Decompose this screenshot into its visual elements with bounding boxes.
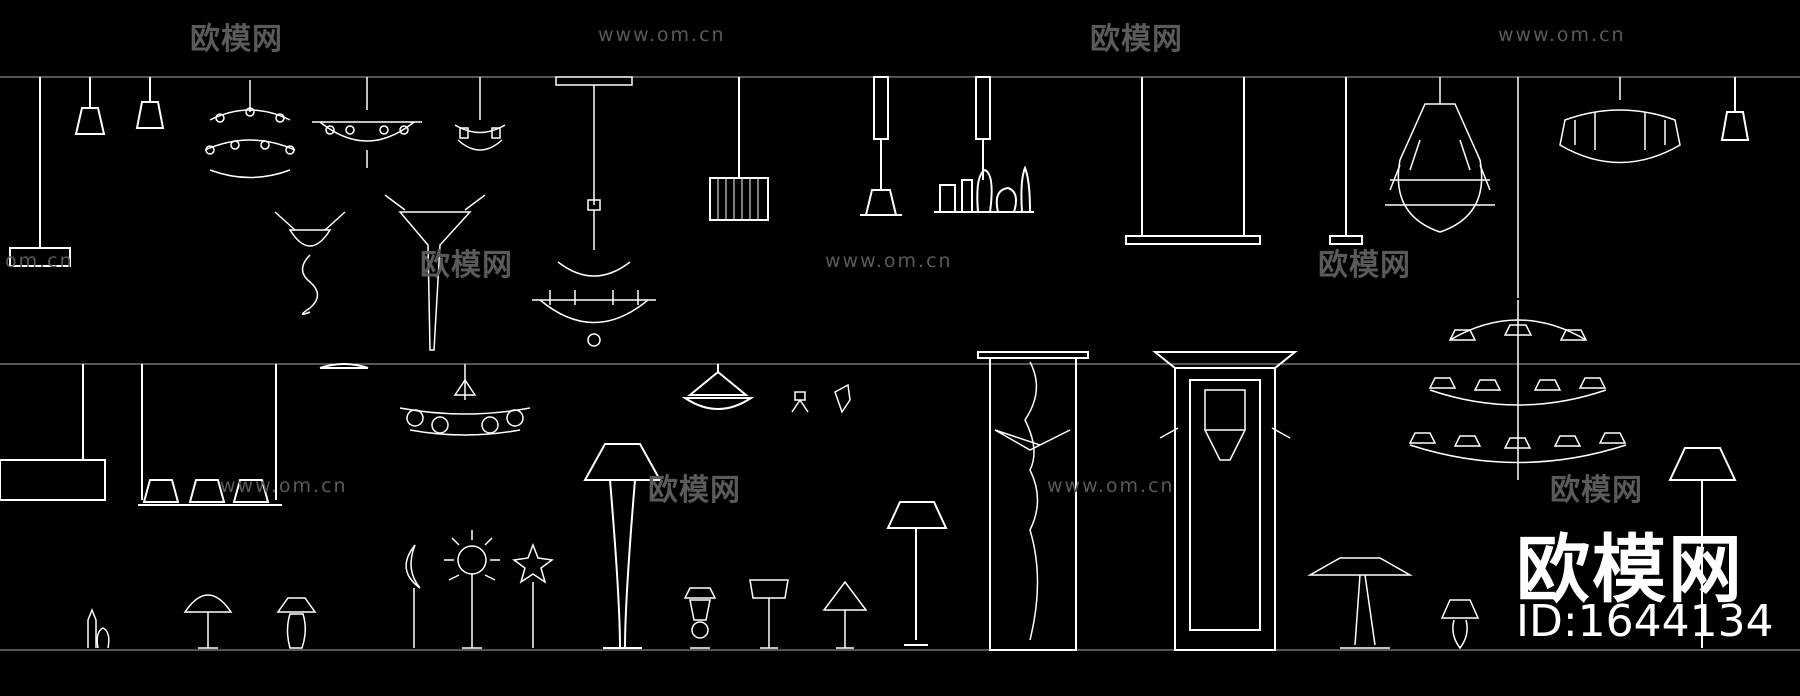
- watermark-brand-5: 欧模网: [648, 474, 741, 507]
- wall-uplight-torch: [384, 194, 486, 351]
- wall-cabinet-lamp: [1152, 351, 1298, 651]
- chandelier-large-tiered: [532, 76, 656, 347]
- table-lamp-umbrella: [183, 594, 233, 649]
- watermark-url-3: om.cn: [5, 250, 74, 272]
- multi-tier-chandelier: [1408, 77, 1627, 480]
- wall-flower-sconce: [834, 383, 851, 414]
- watermark-brand-2: 欧模网: [1090, 23, 1183, 56]
- watermark-brand-3: 欧模网: [420, 249, 513, 282]
- pendant-shade-lamp-1: [74, 77, 106, 135]
- pendant-triple-shade: [138, 364, 282, 506]
- vase-pair: [87, 607, 110, 649]
- watermark-brand-6: 欧模网: [1550, 474, 1643, 507]
- wall-panel-wavy: [977, 351, 1089, 651]
- wall-sconce-spiral: [274, 211, 346, 315]
- floor-lamp-flare: [1307, 557, 1413, 649]
- table-lamp-urn: [276, 597, 317, 649]
- pendant-bar-wide: [1125, 77, 1261, 245]
- chandelier-small-3: [454, 77, 506, 151]
- watermark-url-2: www.om.cn: [1498, 24, 1626, 46]
- watermark-brand-1: 欧模网: [190, 23, 283, 56]
- watermark-brand-4: 欧模网: [1318, 249, 1411, 282]
- table-lamp-bouillotte: [749, 579, 789, 649]
- ceiling-flush-small: [319, 363, 369, 369]
- floor-lamp-sun: [444, 530, 500, 649]
- floor-lamp-slim: [886, 501, 948, 646]
- pendant-bar-lamp: [9, 77, 71, 267]
- floor-lamp-star: [512, 542, 554, 648]
- pendant-bell: [1720, 77, 1750, 141]
- watermark-url-6: www.om.cn: [1047, 475, 1175, 497]
- brand-logo-text: 欧模网: [1516, 527, 1744, 613]
- floor-lamp-shade-right: [1668, 447, 1737, 648]
- watermark-url-4: www.om.cn: [825, 250, 953, 272]
- table-lamp-small: [1440, 599, 1480, 650]
- chandelier-small-1: [204, 80, 296, 179]
- drum-pendant: [709, 77, 769, 221]
- pendant-bar-narrow: [1329, 77, 1363, 245]
- crystal-chandelier-round: [1559, 77, 1681, 164]
- table-lamp-candle: [683, 587, 717, 649]
- model-id-label: ID:1644134: [1516, 596, 1774, 647]
- table-lamp-cone: [822, 580, 868, 649]
- ceiling-dish-lamp: [681, 364, 755, 410]
- watermark-url-5: www.om.cn: [220, 475, 348, 497]
- tripod-spot: [791, 391, 809, 413]
- crystal-chandelier-teardrop: [1385, 77, 1495, 233]
- watermark-url-1: www.om.cn: [598, 24, 726, 46]
- chandelier-bowl-arms: [399, 364, 531, 436]
- chandelier-small-2: [312, 77, 422, 168]
- pendant-tube-1: [860, 76, 902, 216]
- floor-lamp-arch: [583, 443, 662, 649]
- pendant-vases-shelf: [934, 76, 1034, 213]
- pendant-shade-lamp-2: [135, 77, 165, 129]
- floor-lamp-moon: [405, 544, 421, 648]
- pendant-box-lamp: [0, 364, 106, 501]
